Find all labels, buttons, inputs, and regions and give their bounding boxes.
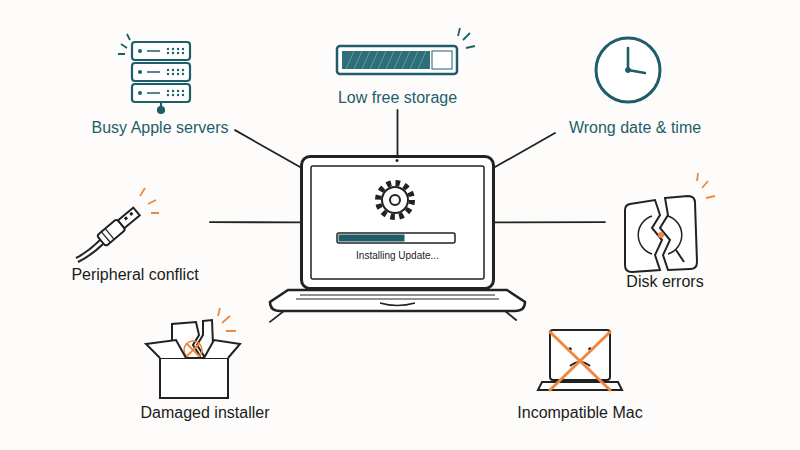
cause-label: Disk errors (585, 272, 745, 292)
ray-marks (140, 188, 159, 213)
cause-item: Incompatible Mac (505, 320, 655, 425)
server-dots (138, 48, 184, 96)
clock-icon (596, 38, 660, 102)
cause-label: Peripheral conflict (40, 265, 230, 285)
incompatible-laptop-icon (538, 330, 622, 390)
cause-item: Wrong date & time (555, 35, 715, 140)
cause-item: Damaged installer (140, 320, 270, 425)
clock-hands (628, 48, 645, 73)
server-unit (132, 84, 190, 102)
usb-plug-icon (76, 188, 159, 262)
usb-cable (78, 244, 103, 262)
server-node (158, 107, 164, 113)
storage-used (342, 51, 430, 69)
connector-stroke (495, 221, 605, 223)
cause-label: Wrong date & time (535, 118, 735, 138)
damaged-box-icon (146, 308, 240, 398)
usb-cable (76, 240, 100, 258)
mini-screen (550, 330, 610, 380)
ray-marks (458, 28, 475, 48)
platter-arc (668, 216, 682, 254)
mini-base (538, 382, 622, 390)
connector-line (270, 290, 311, 322)
disk-spindle (658, 232, 664, 238)
cause-item: Busy Apple servers (85, 35, 235, 140)
connector-stroke (397, 110, 399, 155)
box-front (160, 358, 228, 398)
connector-line (397, 110, 398, 155)
laptop-screen: Installing Update... (300, 155, 495, 290)
disk-half (660, 196, 697, 270)
server-unit (132, 42, 190, 60)
cause-label: Busy Apple servers (65, 118, 255, 138)
connector-line (495, 133, 555, 167)
trackpad-notch (380, 303, 415, 306)
storage-frame (337, 46, 457, 74)
keyboard-lines (296, 295, 499, 299)
connector-stroke (480, 290, 517, 320)
server-icon (118, 34, 190, 113)
platter-arc (638, 216, 652, 254)
cause-item: Peripheral conflict (60, 170, 210, 274)
connector-stroke (270, 290, 311, 322)
cause-label: Incompatible Mac (485, 403, 675, 423)
laptop-base (270, 290, 525, 311)
box-flap (146, 340, 186, 358)
clock-center (626, 68, 631, 73)
cause-item: Disk errors (605, 162, 725, 282)
connector-stroke (210, 221, 300, 223)
face-mouth (570, 362, 590, 366)
connector-stroke (495, 133, 555, 167)
connector-line (480, 290, 517, 320)
status-text: Installing Update... (303, 250, 492, 262)
cause-item: Low free storage (320, 38, 475, 110)
document-half (197, 320, 214, 370)
connector-stroke (235, 130, 300, 167)
server-slots (147, 51, 160, 93)
error-cross (187, 344, 199, 356)
broken-disk-icon (625, 173, 715, 272)
server-unit (132, 63, 190, 81)
cause-label: Damaged installer (120, 403, 290, 423)
connector-line (495, 222, 605, 223)
document-half (172, 322, 200, 370)
connector-line (235, 130, 300, 167)
error-circle (184, 341, 202, 359)
storage-hatch (346, 51, 426, 69)
face-eye (568, 347, 572, 351)
disk-half (625, 200, 662, 272)
storage-bar-icon (337, 28, 475, 74)
cause-label: Low free storage (300, 88, 495, 108)
error-cross (550, 332, 610, 390)
box-flap (204, 340, 240, 358)
connector-line (210, 222, 300, 223)
storage-free (432, 51, 452, 69)
clock-face (596, 38, 660, 102)
usb-connector (97, 206, 141, 246)
ray-marks (697, 173, 715, 198)
ray-marks (118, 34, 130, 54)
server-cable (160, 102, 162, 107)
disk-arm (676, 250, 684, 262)
face-eye (588, 347, 592, 351)
ray-marks (218, 308, 236, 331)
